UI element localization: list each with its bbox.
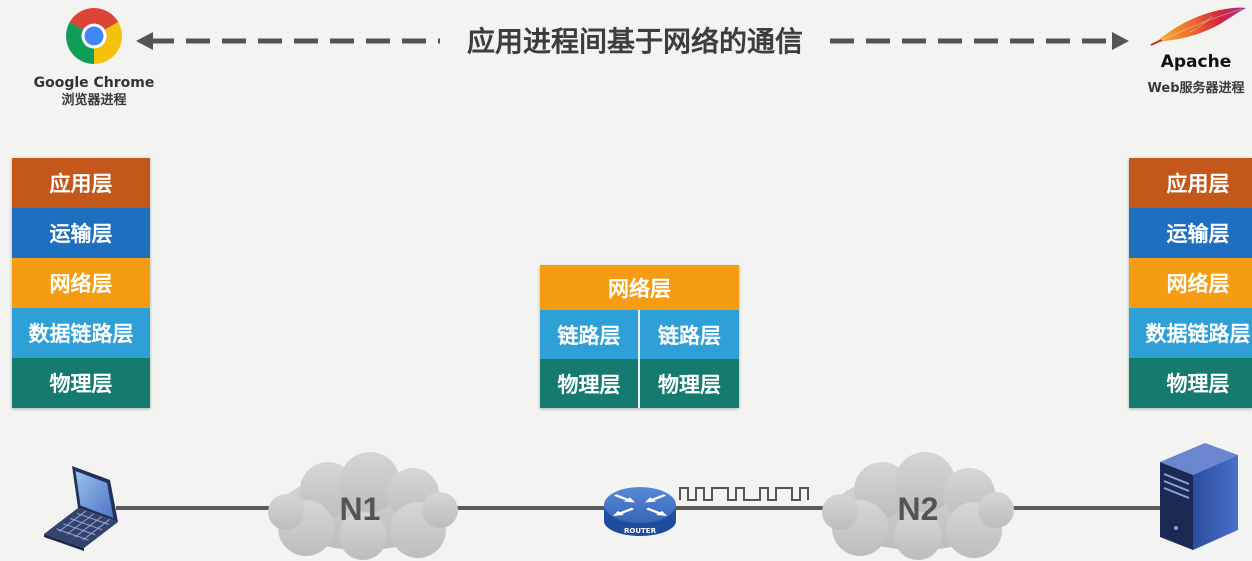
apache-feather-icon bbox=[1150, 7, 1246, 46]
router-protocol-stack: 网络层 链路层 链路层 物理层 物理层 bbox=[540, 265, 739, 408]
client-process-label: 浏览器进程 bbox=[61, 93, 127, 108]
laptop-screen bbox=[75, 471, 114, 518]
server-process-label: Web服务器进程 bbox=[1147, 81, 1245, 96]
server-transport-layer: 运输层 bbox=[1129, 208, 1252, 258]
arrowhead-left bbox=[136, 32, 153, 50]
cloud-icon-n2 bbox=[822, 452, 1014, 560]
feather-body bbox=[1156, 7, 1246, 42]
feather-quill bbox=[1150, 39, 1163, 46]
router-column-divider bbox=[638, 359, 640, 408]
router-link-row: 链路层 链路层 bbox=[540, 310, 739, 359]
router-physical-row: 物理层 物理层 bbox=[540, 359, 739, 408]
square-wave-signal bbox=[679, 487, 809, 501]
laptop-base-lip bbox=[44, 534, 84, 551]
router-physical-layer-right: 物理层 bbox=[640, 359, 739, 408]
chrome-icon bbox=[65, 7, 123, 64]
router-link-layer-right: 链路层 bbox=[640, 310, 739, 359]
client-network-layer: 网络层 bbox=[12, 258, 150, 308]
router-icon: ROUTER bbox=[604, 487, 676, 536]
cloud-icon-n1 bbox=[268, 452, 458, 560]
router-link-layer-left: 链路层 bbox=[540, 310, 638, 359]
server-protocol-stack: 应用层 运输层 网络层 数据链路层 物理层 bbox=[1129, 158, 1252, 408]
server-app-name: Apache bbox=[1160, 52, 1232, 72]
server-application-layer: 应用层 bbox=[1129, 158, 1252, 208]
chrome-blue-center bbox=[84, 26, 104, 46]
router-network-layer: 网络层 bbox=[540, 265, 739, 310]
diagram-title: 应用进程间基于网络的通信 bbox=[466, 25, 803, 58]
communication-arrow bbox=[136, 32, 1129, 50]
server-top-face bbox=[1160, 443, 1238, 475]
feather-vein bbox=[1159, 8, 1243, 42]
client-application-layer: 应用层 bbox=[12, 158, 150, 208]
router-arrows bbox=[612, 494, 668, 517]
laptop-icon bbox=[44, 466, 118, 551]
client-transport-layer: 运输层 bbox=[12, 208, 150, 258]
router-column-divider bbox=[638, 310, 640, 359]
router-label: ROUTER bbox=[624, 527, 657, 535]
server-data-link-layer: 数据链路层 bbox=[1129, 308, 1252, 358]
server-physical-layer: 物理层 bbox=[1129, 358, 1252, 408]
arrowhead-right bbox=[1112, 32, 1129, 50]
server-power-light bbox=[1174, 526, 1178, 530]
network-n1-label: N1 bbox=[340, 491, 381, 527]
server-network-layer: 网络层 bbox=[1129, 258, 1252, 308]
server-side-face bbox=[1193, 455, 1238, 550]
chrome-red-segment bbox=[69, 7, 119, 36]
router-physical-layer-left: 物理层 bbox=[540, 359, 638, 408]
laptop-keys bbox=[56, 510, 111, 541]
feather-barb bbox=[1189, 15, 1213, 33]
client-physical-layer: 物理层 bbox=[12, 358, 150, 408]
client-data-link-layer: 数据链路层 bbox=[12, 308, 150, 358]
router-top bbox=[604, 487, 676, 523]
network-n2-label: N2 bbox=[898, 491, 939, 527]
server-front-face bbox=[1160, 462, 1193, 550]
server-icon bbox=[1160, 443, 1238, 550]
server-drive-bays bbox=[1163, 473, 1190, 499]
client-app-name: Google Chrome bbox=[33, 75, 155, 91]
client-protocol-stack: 应用层 运输层 网络层 数据链路层 物理层 bbox=[12, 158, 150, 408]
